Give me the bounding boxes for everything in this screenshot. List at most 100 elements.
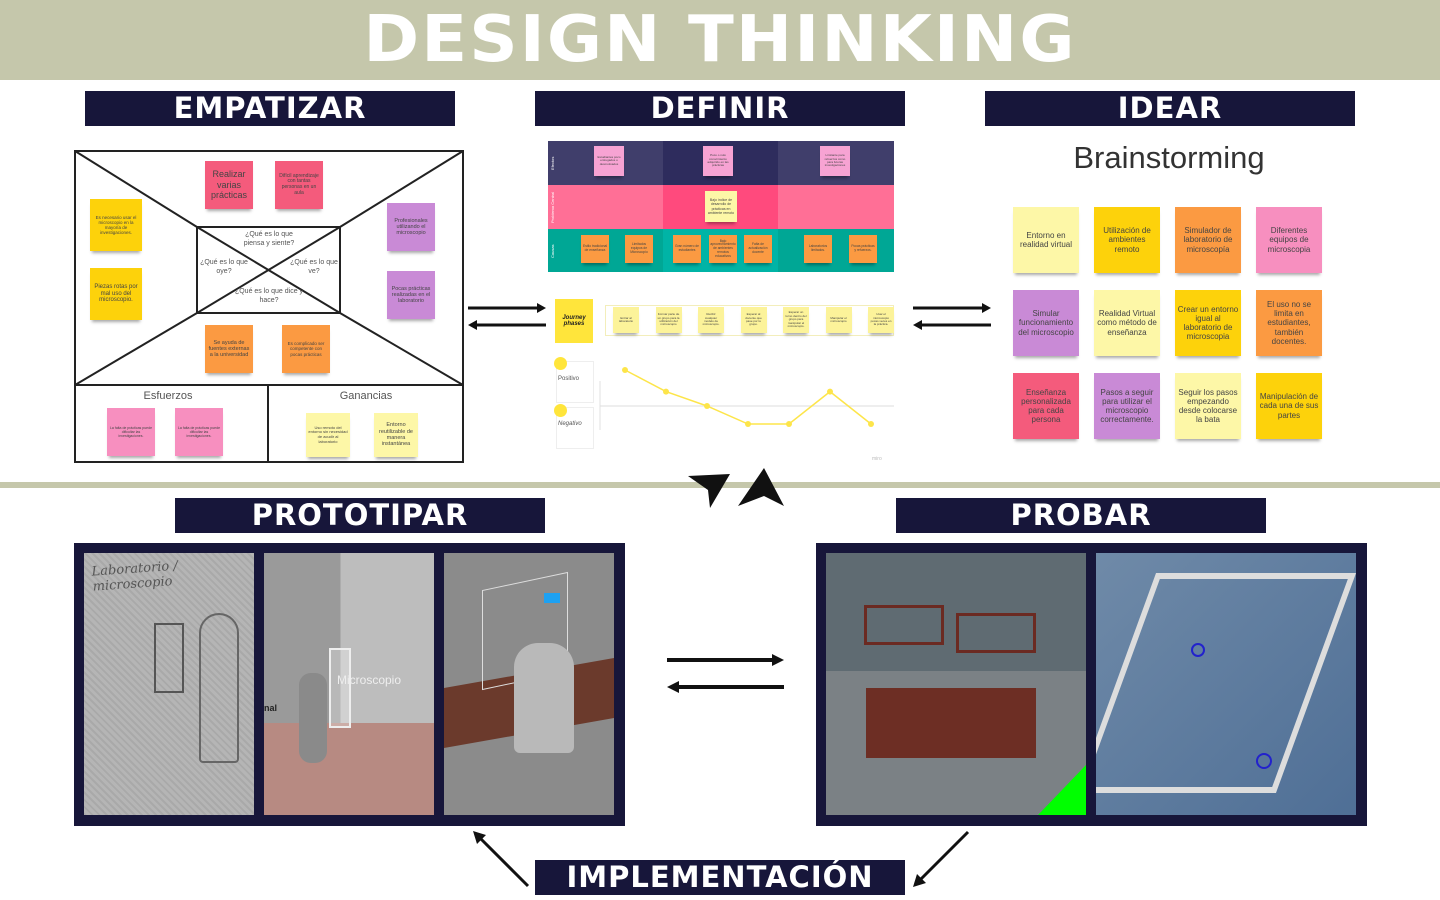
question-oye: ¿Qué es lo que oye? xyxy=(200,259,248,276)
shelf xyxy=(956,613,1036,653)
page-title: DESIGN THINKING xyxy=(363,3,1077,77)
header-empatizar: EMPATIZAR xyxy=(85,91,455,126)
header-implementacion: IMPLEMENTACIÓN xyxy=(535,860,905,895)
side-label: nal xyxy=(264,703,278,713)
empathy-note: Piezas rotas por mal uso del microscopio… xyxy=(90,268,142,320)
empathy-map: ¿Qué es lo que piensa y siente? ¿Qué es … xyxy=(74,150,464,463)
efecto-note: Poco o nulo conocimiento adquirido en la… xyxy=(703,146,733,176)
sketch-text: Laboratorio / microscopio xyxy=(91,558,179,595)
causa-note: Limitados equipos de Microscopio xyxy=(625,235,653,263)
avatar-figure xyxy=(299,673,327,763)
causa-note: Gran número de estudiantes xyxy=(673,235,701,263)
empathy-note: La falta de prácticas puede dificultar l… xyxy=(175,408,223,456)
sad-icon xyxy=(554,404,567,417)
causa-note: Falta de actualización docente xyxy=(744,235,772,263)
emotion-point xyxy=(622,367,628,373)
idea-note: Seguir los pasos empezando desde colocar… xyxy=(1175,373,1241,439)
question-dice: ¿Qué es lo que dice y hace? xyxy=(234,288,304,305)
emotion-point xyxy=(827,388,833,395)
desk xyxy=(866,688,1036,758)
esfuerzos-label: Esfuerzos xyxy=(143,390,193,402)
journey-phase-note: Esperar al docente que pase por tu grupo… xyxy=(740,307,767,333)
panel-button xyxy=(544,593,560,603)
problema-central-note: Bajo índice de desarrollo de prácticas e… xyxy=(705,191,737,222)
journey-phase-note: Entrar al laboratorio xyxy=(613,307,639,333)
empathy-note: Es necesario usar el microscopio en la m… xyxy=(90,199,142,251)
header-definir: DEFINIR xyxy=(535,91,905,126)
arrow-to-prototipar xyxy=(473,831,530,888)
idea-note: Simulador de laboratorio de microscopía xyxy=(1175,207,1241,273)
empathy-note: Pocas prácticas realizadas en el laborat… xyxy=(387,271,435,319)
vr-scene-image-1: Microscopio nal xyxy=(264,553,434,815)
emotion-point xyxy=(786,421,792,427)
collider-marker xyxy=(1191,643,1205,657)
cycle-arrows-icon xyxy=(688,468,784,508)
empathy-note: Uso remoto del entorno sin necesidad de … xyxy=(306,413,350,457)
idea-note: Crear un entorno igual al laboratorio de… xyxy=(1175,290,1241,356)
bidirectional-arrow-prototipar-probar xyxy=(667,654,784,693)
empathy-note: Difícil aprendizaje con tantas personas … xyxy=(275,161,323,209)
causa-note: Pocas prácticas y refuerzos. xyxy=(849,235,877,263)
emotion-point xyxy=(745,421,751,427)
table xyxy=(264,723,434,815)
empathy-note: Entorno reutilizable de manera instantán… xyxy=(374,413,418,457)
header-idear: IDEAR xyxy=(985,91,1355,126)
empathy-note: La falta de prácticas puede dificultar l… xyxy=(107,408,155,456)
idea-note: El uso no se limita en estudiantes, tamb… xyxy=(1256,290,1322,356)
collider-marker xyxy=(1256,753,1272,769)
arrow-to-implementacion xyxy=(913,830,970,887)
idea-note: Pasos a seguir para utilizar el microsco… xyxy=(1094,373,1160,439)
sketch-image: Laboratorio / microscopio xyxy=(84,553,254,815)
causa-note: Bajo aprovechamiento de ambientes remoto… xyxy=(709,235,737,263)
question-ve: ¿Qué es lo que ve? xyxy=(290,259,338,276)
emotion-point xyxy=(663,388,669,395)
sketch-person xyxy=(199,613,239,763)
negative-label: Negativo xyxy=(558,421,582,427)
bidirectional-arrow-definir-idear xyxy=(913,303,991,330)
bidirectional-arrow-empatizar-definir xyxy=(468,303,546,330)
idea-note: Utilización de ambientes remoto xyxy=(1094,207,1160,273)
idea-note: Diferentes equipos de microscopia xyxy=(1256,207,1322,273)
empathy-note: Profesionales utilizando el microscopio xyxy=(387,203,435,251)
positive-box xyxy=(556,361,594,403)
positive-label: Positivo xyxy=(558,376,580,382)
empathy-note: Se ayuda de fuentes externas a la univer… xyxy=(205,325,253,373)
journey-emotion-chart xyxy=(599,367,894,430)
sketch-microscope xyxy=(154,623,184,693)
causa-note: Laboratorios limitados. xyxy=(804,235,832,263)
emotion-point xyxy=(704,403,710,409)
empathy-note: Realizar varias prácticas xyxy=(205,161,253,209)
journey-phase-note: Formar parte de un grupo para la utiliza… xyxy=(655,307,682,333)
avatar-figure xyxy=(514,643,574,753)
shelf xyxy=(864,605,944,645)
empathy-note: Es complicado ser competente con pocas p… xyxy=(282,325,330,373)
ganancias-label: Ganancias xyxy=(339,390,393,402)
happy-icon xyxy=(554,357,567,370)
causa-note: Estilo tradicional de enseñanza xyxy=(581,235,609,263)
brainstorming-title: Brainstorming xyxy=(1073,140,1265,175)
miro-watermark: miro xyxy=(872,456,882,462)
test-frame xyxy=(816,543,1367,826)
header-probar: PROBAR xyxy=(896,498,1266,533)
emotion-line xyxy=(624,369,872,425)
idea-note: Manipulación de cada una de sus partes xyxy=(1256,373,1322,439)
header-prototipar: PROTOTIPAR xyxy=(175,498,545,533)
idea-note: Simular funcionamiento del microscopio xyxy=(1013,290,1079,356)
row-label: Causas xyxy=(550,244,555,258)
journey-phase-note: Usar el microscopio pocas veces en la pr… xyxy=(868,307,894,333)
corner-marker xyxy=(1038,765,1086,815)
emotion-point xyxy=(868,421,874,427)
row-label: Efectos xyxy=(550,156,555,170)
journey-phase-note: Recibir cualquier modelo de microscopio. xyxy=(698,307,724,333)
screen-label: Microscopio xyxy=(337,673,402,687)
journey-phase-note: Esperar un turno dentro del grupo para m… xyxy=(783,307,809,333)
idea-note: Entorno en realidad virtual xyxy=(1013,207,1079,273)
vr-scene-image-2 xyxy=(444,553,614,815)
wall xyxy=(1096,573,1356,793)
prototype-frame: Laboratorio / microscopio Microscopio na… xyxy=(74,543,625,826)
vr-screen xyxy=(329,648,351,728)
negative-box xyxy=(556,407,594,449)
empathy-map-lines xyxy=(74,150,464,463)
